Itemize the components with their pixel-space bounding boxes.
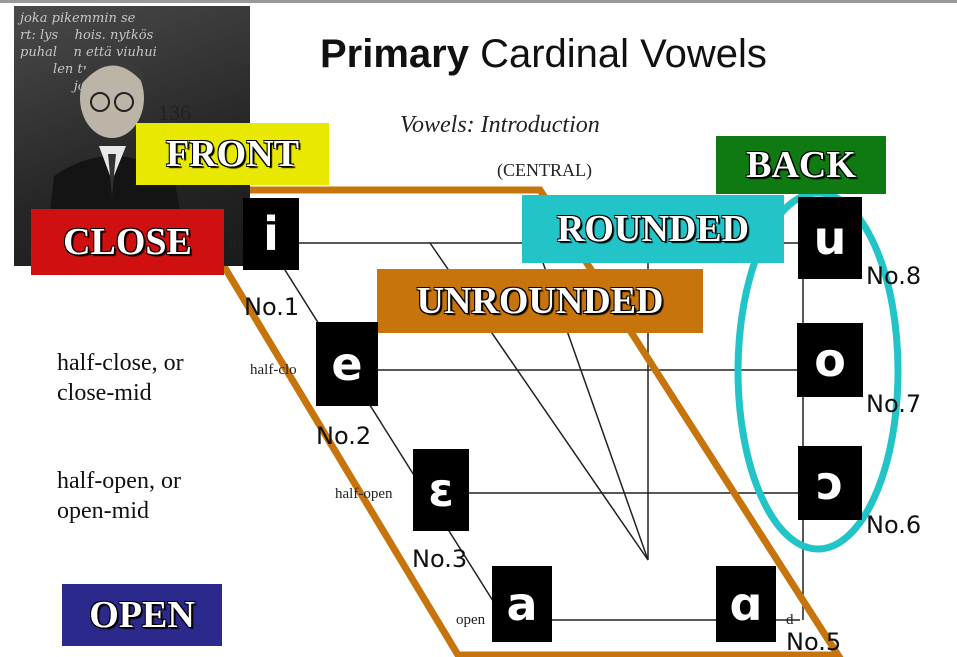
book-heading: Vowels: Introduction: [400, 112, 600, 138]
vowel-script-a: ɑ: [716, 566, 776, 642]
central-label: (CENTRAL): [497, 160, 592, 180]
half-close-label: half-close, or close-mid: [57, 350, 184, 406]
open-tag: OPEN: [62, 584, 222, 646]
vowel-epsilon: ɛ: [413, 449, 469, 531]
book-open-label: open: [456, 612, 486, 628]
unrounded-outline: [171, 186, 844, 657]
rounded-tag: ROUNDED: [522, 195, 784, 263]
half-open-label: half-open, or open-mid: [57, 468, 181, 524]
top-border: [0, 0, 957, 3]
number-label-2: No.2: [316, 422, 372, 450]
front-tag: FRONT: [136, 123, 329, 185]
number-label-8: No.8: [866, 262, 922, 290]
vowel-e: e: [316, 322, 378, 406]
number-label-6: No.6: [866, 511, 922, 539]
number-label-5: No.5: [786, 628, 842, 656]
book-half-open-label: half-open: [335, 486, 393, 502]
book-d-label: d: [786, 612, 794, 628]
vowel-u: u: [798, 197, 862, 279]
back-tag: BACK: [716, 136, 886, 194]
page-title: Primary Cardinal Vowels: [320, 32, 767, 76]
vowel-i: i: [243, 198, 299, 270]
number-label-7: No.7: [866, 390, 922, 418]
front-line: [267, 242, 506, 621]
vowel-open-o: ɔ: [798, 446, 862, 520]
book-half-close-label: half-clo: [250, 362, 297, 378]
close-tag: CLOSE: [31, 209, 224, 275]
vowel-a: a: [492, 566, 552, 642]
number-label-1: No.1: [244, 293, 300, 321]
number-label-3: No.3: [412, 545, 468, 573]
unrounded-tag: UNROUNDED: [377, 269, 703, 333]
book-page-number: 136: [158, 100, 191, 125]
vowel-o: o: [797, 323, 863, 397]
